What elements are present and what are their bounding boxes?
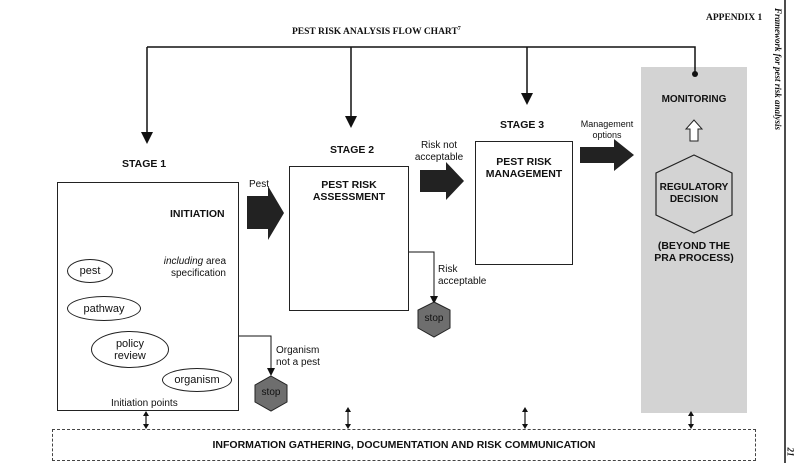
pra-title-line1: PEST RISK (321, 179, 377, 191)
pest-block-arrow (247, 186, 284, 240)
pest-risk-management-box (475, 141, 573, 265)
initiation-point-pest: pest (67, 259, 113, 283)
regulatory-decision-hexagon (655, 154, 733, 234)
stop-hexagon-1 (254, 375, 288, 412)
pest-risk-management-title: PEST RISK MANAGEMENT (475, 156, 573, 180)
initiation-point-pathway: pathway (67, 296, 141, 321)
organism-not-pest-line (238, 335, 275, 376)
pest-risk-assessment-title: PEST RISK ASSESSMENT (289, 179, 409, 203)
bidirectional-arrows (145, 410, 692, 426)
management-options-label: Management options (575, 119, 639, 141)
ra-line1: Risk (438, 264, 458, 275)
risk-not-acceptable-block-arrow (420, 162, 464, 200)
rd-line1: REGULATORY (659, 182, 729, 193)
pra-title-line2: ASSESSMENT (312, 191, 386, 203)
running-title: Framework for pest risk analysis (773, 8, 783, 131)
chart-title-footnote: 7 (457, 26, 461, 32)
risk-not-acceptable-label: Risk not acceptable (413, 140, 465, 164)
regulatory-decision-label: REGULATORY DECISION (656, 182, 732, 206)
pest-risk-assessment-box (289, 166, 409, 311)
onp-line1: Organism (276, 345, 320, 356)
onp-line2: not a pest (276, 357, 320, 368)
information-gathering-label: INFORMATION GATHERING, DOCUMENTATION AND… (212, 439, 596, 451)
top-feedback-line (147, 46, 696, 73)
beyond-line1: (BEYOND THE (657, 240, 731, 252)
stop-label-1: stop (261, 387, 281, 398)
chart-title: PEST RISK ANALYSIS FLOW CHART7 (292, 26, 461, 37)
organism-not-pest-label: Organism not a pest (276, 345, 320, 369)
area-spec-line2: specification (170, 268, 226, 279)
initiation-points-label: Initiation points (111, 398, 178, 409)
prm-title-line2: MANAGEMENT (485, 168, 563, 180)
information-gathering-bar: INFORMATION GATHERING, DOCUMENTATION AND… (52, 429, 756, 461)
area-spec-italic: including (163, 256, 204, 267)
initiation-point-organism: organism (162, 368, 232, 392)
rd-line2: DECISION (669, 194, 719, 205)
page-number: 21 (785, 447, 796, 457)
initiation-title: INITIATION (170, 208, 225, 220)
stage1-label: STAGE 1 (122, 158, 167, 170)
initiation-point-policy-review: policy review (91, 331, 169, 368)
monitoring-connector-dot (692, 71, 698, 77)
mo-line1: Management (580, 119, 634, 129)
risk-acceptable-label: Risk acceptable (438, 264, 486, 288)
bidirectional-arrowheads (143, 407, 694, 429)
management-options-block-arrow (580, 139, 634, 171)
beyond-line2: PRA PROCESS) (654, 252, 734, 264)
monitoring-title: MONITORING (661, 94, 727, 105)
stage3-label: STAGE 3 (500, 119, 545, 131)
pest-arrow-label: Pest (249, 179, 270, 190)
beyond-pra-label: (BEYOND THE PRA PROCESS) (641, 240, 747, 264)
ra-line2: acceptable (438, 276, 487, 287)
risk-acceptable-line (408, 251, 438, 304)
hollow-up-arrow-icon (684, 119, 704, 142)
area-specification-note: including area specification (150, 256, 226, 280)
area-spec-rest: area (205, 256, 226, 267)
prm-title-line1: PEST RISK (496, 156, 552, 168)
stage2-label: STAGE 2 (330, 144, 375, 156)
chart-title-text: PEST RISK ANALYSIS FLOW CHART (292, 27, 458, 38)
rna-line2: acceptable (414, 152, 464, 163)
stop-label-2: stop (424, 313, 444, 324)
stop-hexagon-2 (417, 301, 451, 338)
appendix-label: APPENDIX 1 (706, 13, 763, 23)
rna-line1: Risk not (420, 140, 458, 151)
mo-line2: options (592, 130, 622, 140)
